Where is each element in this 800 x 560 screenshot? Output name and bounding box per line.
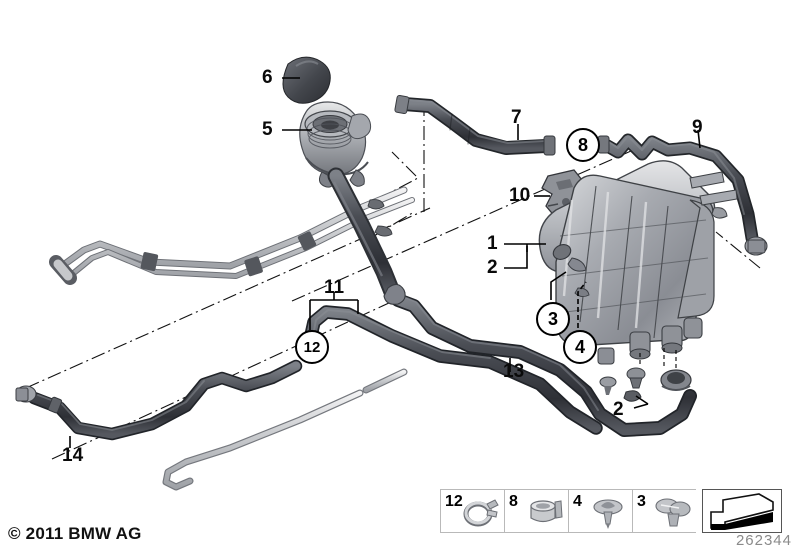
callout-label-11: 11	[324, 277, 345, 298]
callout-circle-3: 3	[536, 302, 570, 336]
legend-item-4: 4	[568, 489, 632, 533]
callout-label-10: 10	[509, 185, 531, 206]
callout-label-1: 1	[487, 233, 498, 254]
copyright-notice: © 2011 BMW AG	[8, 524, 142, 544]
callout-label-5: 5	[262, 119, 273, 140]
callout-circle-8: 8	[566, 128, 600, 162]
legend-item-3: 3	[632, 489, 696, 533]
screw-grommet-icon	[655, 498, 691, 527]
legend-number-3: 3	[637, 493, 646, 510]
callout-circle-4: 4	[563, 330, 597, 364]
callout-label-14: 14	[62, 445, 84, 466]
callout-label-7: 7	[511, 107, 522, 128]
legend-number-12: 12	[445, 493, 463, 510]
direction-arrow-cell	[702, 489, 782, 533]
copyright-text: 2011 BMW AG	[25, 524, 142, 543]
callout-label-13: 13	[503, 361, 525, 382]
callout-label-9: 9	[692, 117, 703, 138]
copyright-symbol: ©	[8, 524, 21, 543]
legend-item-12: 12	[440, 489, 504, 533]
expanding-rivet-icon	[593, 499, 623, 529]
callout-label-2-connector: 2	[613, 399, 624, 420]
legend-number-4: 4	[573, 493, 582, 510]
diagram-number: 262344	[735, 532, 792, 549]
legend-number-8: 8	[509, 493, 518, 510]
callout-label-6: 6	[262, 67, 273, 88]
callout-label-2-tank: 2	[487, 257, 498, 278]
direction-arrow-icon	[710, 493, 774, 530]
legend-strip: 12 8 4	[440, 489, 782, 533]
callout-circle-12: 12	[295, 330, 329, 364]
legend-item-8: 8	[504, 489, 568, 533]
wide-hose-clamp-icon	[530, 500, 563, 523]
spring-hose-clamp-icon	[463, 499, 499, 527]
